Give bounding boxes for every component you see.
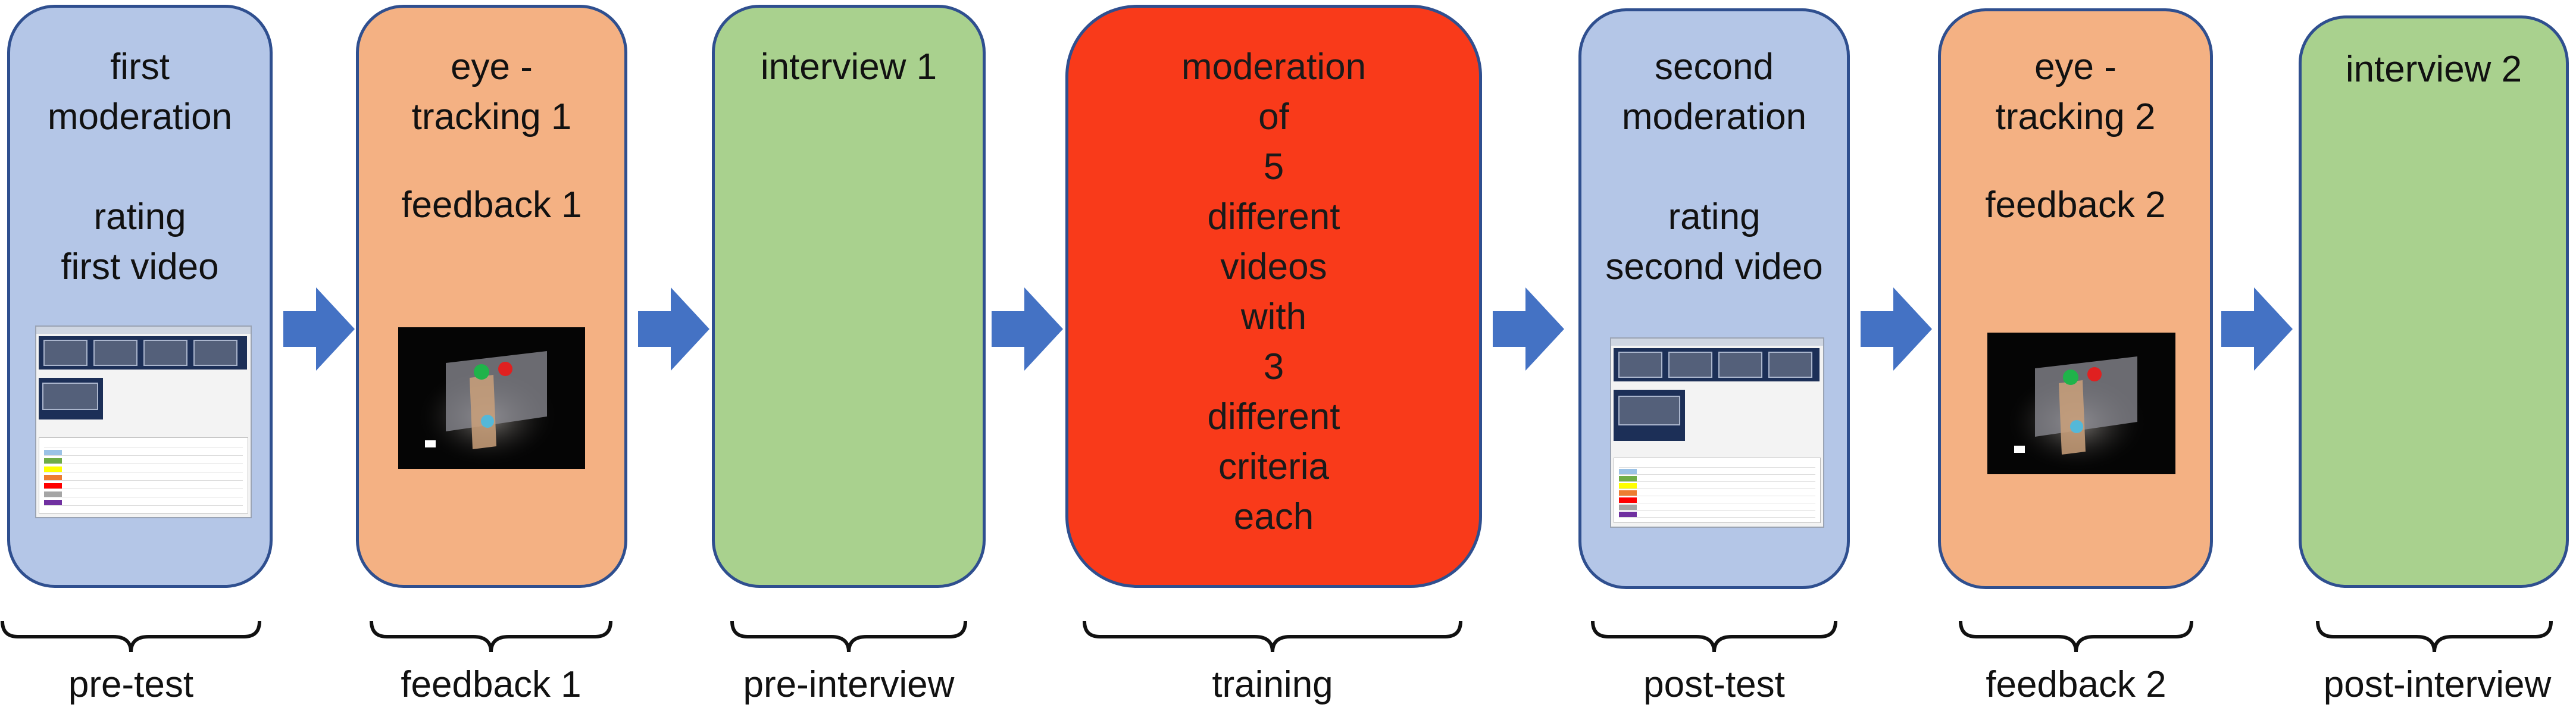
software-screenshot [1610,337,1824,528]
arrow-right-icon [1861,287,1932,371]
step-label: second moderation rating second video [1581,42,1847,292]
brace-icon [1591,621,1837,653]
step-second-moderation: second moderation rating second video [1578,8,1850,589]
step-interview-1: interview 1 [712,5,986,588]
label-line: feedback 1 [401,184,582,226]
step-label: interview 1 [715,42,983,92]
label-line: feedback 2 [1985,184,2166,226]
label-line: moderation [1621,96,1807,137]
arrow-right-icon [638,287,709,371]
label-line: 5 [1263,146,1284,187]
phase-label: post-interview [2323,664,2552,705]
label-line: eye - [451,46,533,87]
label-line: 3 [1263,346,1284,387]
eye-tracking-video-still [1987,333,2175,474]
label-line: first video [61,246,219,287]
label-line: second [1655,46,1774,87]
phase-label: feedback 1 [401,664,582,705]
label-line: second video [1605,246,1823,287]
label-line: criteria [1218,446,1330,487]
eye-tracking-video-still [398,327,585,469]
label-line: tracking 1 [411,96,572,137]
arrow-right-icon [992,287,1063,371]
step-eye-tracking-2: eye - tracking 2 feedback 2 [1938,8,2213,589]
label-line: moderation [47,96,233,137]
arrow-right-icon [1493,287,1564,371]
label-line: of [1258,96,1289,137]
phase-label: pre-interview [743,664,955,705]
brace-icon [370,621,612,653]
arrow-right-icon [283,287,355,371]
step-label: first moderation rating first video [10,42,270,292]
brace-icon [1959,621,2193,653]
label-line: with [1240,296,1307,337]
step-label: eye - tracking 1 feedback 1 [359,42,624,230]
step-label: moderation of 5 different videos with 3 … [1068,42,1479,542]
label-line: tracking 2 [1995,96,2156,137]
step-eye-tracking-1: eye - tracking 1 feedback 1 [356,5,627,588]
step-training-moderation: moderation of 5 different videos with 3 … [1065,5,1482,588]
label-line: rating [93,196,186,237]
brace-icon [730,621,967,653]
phase-label: training [1212,664,1333,705]
label-line: rating [1668,196,1761,237]
label-line: each [1233,496,1314,537]
brace-icon [1083,621,1462,653]
software-screenshot [35,325,252,518]
arrow-right-icon [2221,287,2293,371]
phase-label: feedback 2 [1986,664,2167,705]
label-line: different [1207,396,1340,437]
phase-label: pre-test [68,664,194,705]
step-label: eye - tracking 2 feedback 2 [1941,42,2210,230]
label-line: interview 1 [760,46,937,87]
label-line: videos [1220,246,1327,287]
label-line: eye - [2034,46,2117,87]
step-interview-2: interview 2 [2299,15,2569,588]
label-line: different [1207,196,1340,237]
label-line: first [110,46,170,87]
label-line: interview 2 [2345,49,2522,90]
step-label: interview 2 [2302,45,2566,95]
brace-icon [2316,621,2553,653]
phase-label: post-test [1643,664,1785,705]
step-first-moderation: first moderation rating first video [7,5,273,588]
brace-icon [1,621,261,653]
label-line: moderation [1181,46,1367,87]
